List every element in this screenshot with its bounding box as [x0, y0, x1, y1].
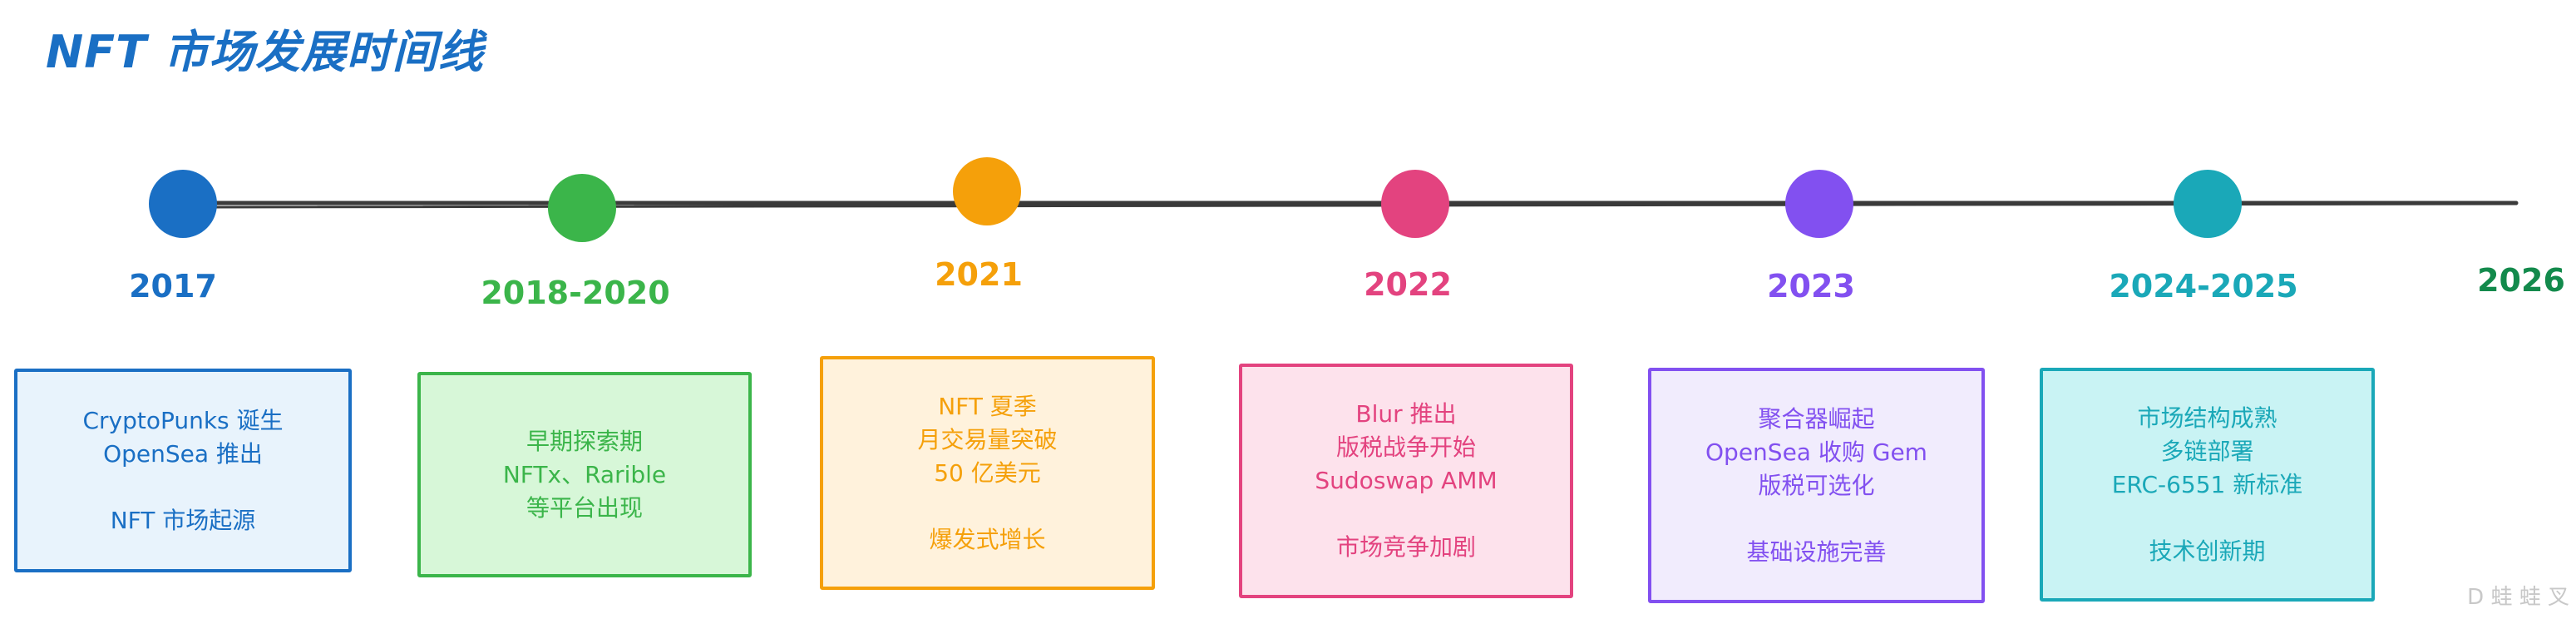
milestone-card-line: 版税战争开始 [1335, 433, 1476, 461]
milestone-card-line: NFT 夏季 [938, 392, 1037, 420]
timeline-axis [187, 201, 2519, 209]
milestone-card: Blur 推出版税战争开始 Sudoswap AMM 市场竞争加剧 [1239, 364, 1573, 598]
milestone-card-line: 技术创新期 [2149, 537, 2266, 565]
milestone-card-line: 市场结构成熟 [2137, 404, 2277, 432]
milestone-year-label: 2021 [935, 256, 1023, 293]
milestone-card: NFT 夏季月交易量突破 50 亿美元爆发式增长 [820, 356, 1155, 590]
milestone-card-line: OpenSea 推出 [103, 439, 263, 468]
milestone-card-line: 月交易量突破 [917, 425, 1058, 453]
milestone-card: 聚合器崛起 OpenSea 收购 Gem 版税可选化基础设施完善 [1648, 368, 1985, 603]
milestone-card-line: 多链部署 [2160, 437, 2254, 465]
milestone-card-line: 聚合器崛起 [1758, 404, 1875, 433]
milestone-card-line: 市场竞争加剧 [1335, 533, 1476, 561]
milestone-year-label: 2024-2025 [2109, 268, 2298, 305]
milestone-card: 早期探索期 NFTx、Rarible 等平台出现 [417, 372, 752, 577]
milestone-card-line: NFT 市场起源 [110, 506, 256, 534]
milestone-card-line: 早期探索期 [526, 427, 643, 455]
milestone-year-label: 2023 [1767, 268, 1855, 305]
milestone-card-line: Blur 推出 [1355, 400, 1457, 428]
milestone-dot [1381, 170, 1449, 238]
milestone-card-line: ERC-6551 新标准 [2111, 470, 2303, 498]
milestone-year-label: 2018-2020 [481, 275, 670, 311]
milestone-card-line: 50 亿美元 [934, 458, 1041, 487]
milestone-year-label: 2022 [1364, 266, 1452, 303]
milestone-card-line: 版税可选化 [1758, 471, 1875, 499]
milestone-card-line: 等平台出现 [526, 493, 643, 522]
milestone-card-line: CryptoPunks 诞生 [82, 406, 284, 434]
milestone-dot [149, 170, 217, 238]
milestone-card-line: 基础设施完善 [1746, 537, 1887, 566]
timeline-dots [149, 157, 2242, 242]
milestone-dot [2174, 170, 2242, 238]
milestone-year-label: 2017 [129, 268, 217, 305]
milestone-dot [548, 174, 616, 242]
milestone-dot [953, 157, 1021, 225]
milestone-card: CryptoPunks 诞生 OpenSea 推出 NFT 市场起源 [14, 369, 352, 572]
milestone-card-line: 爆发式增长 [929, 525, 1046, 553]
milestone-dot [1785, 170, 1853, 238]
watermark: D 蛙 蛙 叉 [2467, 585, 2569, 610]
milestone-card-line: OpenSea 收购 Gem [1705, 438, 1927, 466]
page-title: NFT 市场发展时间线 [46, 26, 484, 78]
milestone-card-line: Sudoswap AMM [1315, 467, 1498, 494]
milestone-card: 市场结构成熟多链部署 ERC-6551 新标准技术创新期 [2040, 368, 2375, 602]
end-year-label: 2026 [2477, 262, 2565, 299]
milestone-card-line: NFTx、Rarible [502, 460, 667, 488]
